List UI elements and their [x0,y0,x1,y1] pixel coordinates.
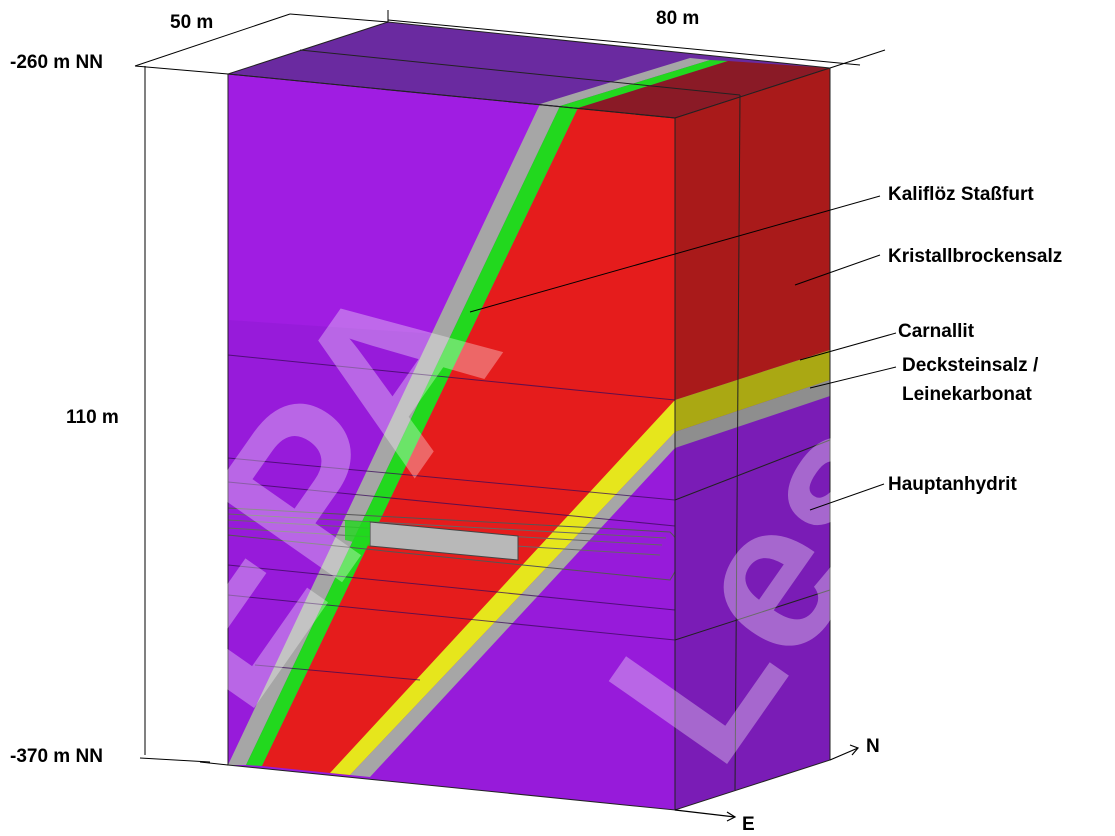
label-leinekarbonat: Leinekarbonat [902,384,1033,405]
top-face [227,21,831,119]
front-grey-band-left [228,104,560,765]
east-axis-label: E [742,814,755,835]
front-yellow-band [330,400,675,775]
bottom-level-label: -370 m NN [10,746,103,767]
top-red [578,61,830,118]
dimension-lines [134,10,886,766]
front-grid-lines [227,354,676,681]
length-dimension-label: 80 m [656,8,699,29]
leader-lines [469,195,897,511]
north-axis-label: N [866,736,880,757]
top-level-label: -260 m NN [10,52,103,73]
label-kaliflz-stassfurt: Kaliflöz Staßfurt [888,184,1034,205]
front-green-band [246,106,578,766]
side-face [674,67,831,811]
label-hauptanhydrit: Hauptanhydrit [888,474,1017,495]
height-dimension-label: 110 m [66,407,119,428]
label-carnallit: Carnallit [898,321,975,342]
direction-arrows [674,744,860,822]
label-decksteinsalz: Decksteinsalz / [902,355,1039,376]
top-green-band [560,60,728,108]
front-face [227,74,681,810]
label-kristallbrockensalz: Kristallbrockensalz [888,246,1062,267]
side-olive [675,350,830,432]
top-grey-band [540,58,710,106]
width-dimension-label: 50 m [170,12,213,33]
side-grey [675,380,830,448]
front-red-region [262,108,675,775]
side-red [675,68,830,400]
